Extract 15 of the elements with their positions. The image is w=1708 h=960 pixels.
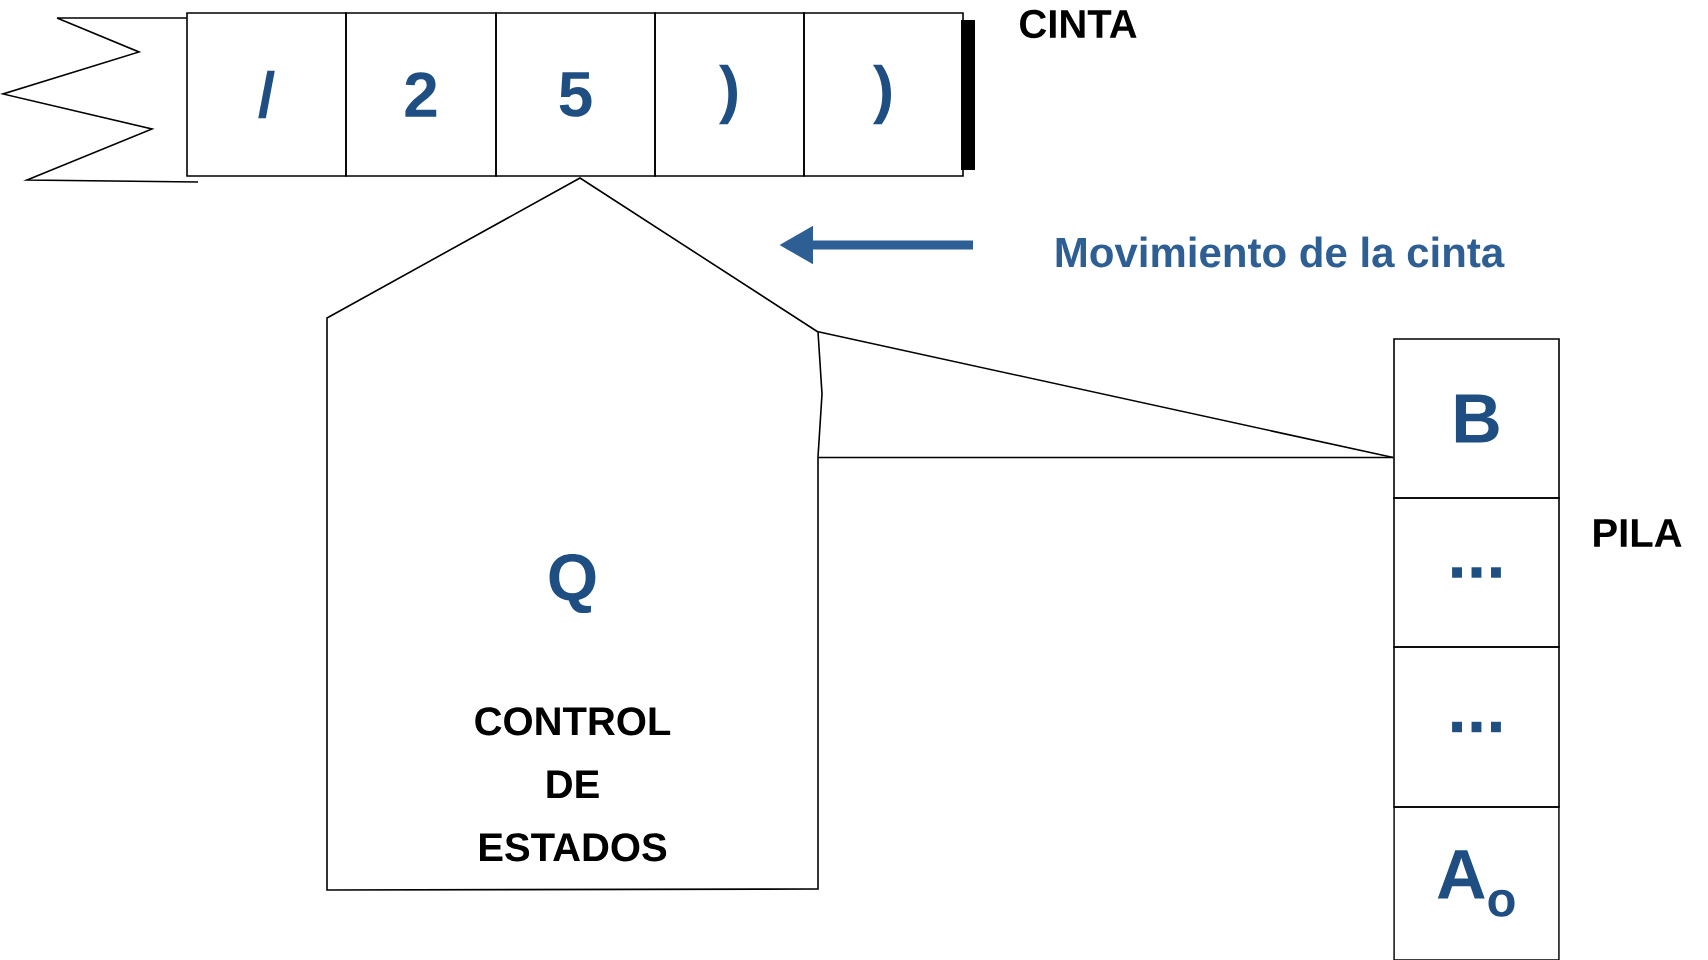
tape-cell: ) <box>803 12 964 177</box>
tape-cell: 2 <box>345 12 497 177</box>
tape-cell: ) <box>654 12 805 177</box>
control-unit: Q CONTROL DE ESTADOS <box>326 177 823 891</box>
connector-line <box>817 456 1394 459</box>
connector-line <box>817 331 1394 459</box>
tape-cell: 5 <box>495 12 656 177</box>
movement-label: Movimiento de la cinta <box>1056 236 1505 268</box>
tape-label: CINTA <box>1020 9 1137 39</box>
stack-label: PILA <box>1594 519 1682 547</box>
stack-cell: ... <box>1393 497 1560 648</box>
tape-cell: / <box>186 12 347 177</box>
stack-cell: ... <box>1393 646 1560 808</box>
stack-cell: A$_{o}$ <box>1393 806 1560 960</box>
stack-cell: B <box>1393 338 1560 499</box>
